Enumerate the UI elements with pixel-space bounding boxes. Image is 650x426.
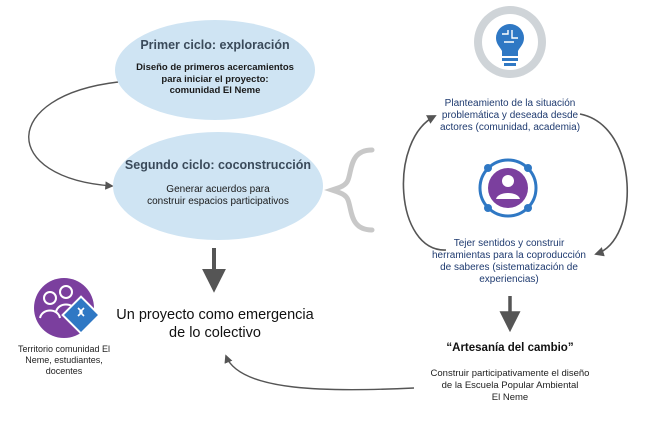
cycle1-title: Primer ciclo: exploración bbox=[140, 38, 290, 52]
artesania-title: “Artesanía del cambio” bbox=[446, 342, 574, 354]
artesania-line: Construir participativamente el diseño bbox=[430, 368, 590, 379]
arrow-loop-up bbox=[402, 115, 447, 251]
arrow-loop-down bbox=[579, 113, 629, 257]
territory-caption: Territorio comunidad El Neme, estudiante… bbox=[8, 344, 120, 377]
cycle1-description: Diseño de primeros acercamientos para in… bbox=[125, 62, 305, 97]
right-mid-line: experiencias) bbox=[479, 274, 539, 285]
cycle2-line: construir espacios participativos bbox=[147, 196, 289, 207]
cycle1-line: Diseño de primeros acercamientos bbox=[136, 62, 294, 73]
cycle1-line: para iniciar el proyecto: bbox=[161, 73, 269, 85]
artesania-line: El Neme bbox=[491, 392, 529, 403]
artesania-line: de la Escuela Popular Ambiental bbox=[441, 380, 579, 391]
cycle2-title: Segundo ciclo: coconstrucción bbox=[124, 158, 312, 172]
right-mid-line: Tejer sentidos y construir bbox=[453, 238, 565, 249]
cycle1-ellipse bbox=[115, 20, 315, 120]
right-mid-line: de saberes (sistematización de bbox=[440, 262, 578, 273]
center-line: Un proyecto como emergencia bbox=[116, 307, 314, 323]
lightbulb-brain-icon bbox=[474, 6, 546, 78]
arrow-artesania-to-center bbox=[224, 354, 415, 391]
person-network-icon bbox=[478, 158, 538, 218]
cycle1-line: comunidad El Neme bbox=[169, 85, 261, 96]
cycle2-description: Generar acuerdos para construir espacios… bbox=[118, 184, 318, 208]
right-mid-text: Tejer sentidos y construir herramientas … bbox=[416, 238, 602, 286]
right-top-line: Planteamiento de la situación bbox=[444, 98, 576, 109]
right-top-line: problemática y deseada desde bbox=[441, 110, 579, 121]
territory-line: Territorio comunidad El bbox=[17, 344, 111, 354]
arrow-cycle1-to-cycle2 bbox=[28, 81, 119, 190]
territory-line: Neme, estudiantes, bbox=[25, 355, 103, 365]
artesania-description: Construir participativamente el diseño d… bbox=[410, 368, 610, 404]
cycle2-ellipse bbox=[113, 132, 323, 240]
community-group-icon bbox=[34, 278, 101, 338]
territory-line: docentes bbox=[45, 366, 83, 376]
right-mid-line: herramientas para la coproducción bbox=[432, 250, 586, 261]
brace-symbol bbox=[324, 147, 375, 233]
cycle2-line: Generar acuerdos para bbox=[166, 184, 270, 195]
center-line: de lo colectivo bbox=[169, 325, 261, 341]
right-top-text: Planteamiento de la situación problemáti… bbox=[428, 98, 592, 134]
center-statement: Un proyecto como emergencia de lo colect… bbox=[110, 306, 320, 342]
right-top-line: actores (comunidad, academia) bbox=[439, 122, 581, 133]
